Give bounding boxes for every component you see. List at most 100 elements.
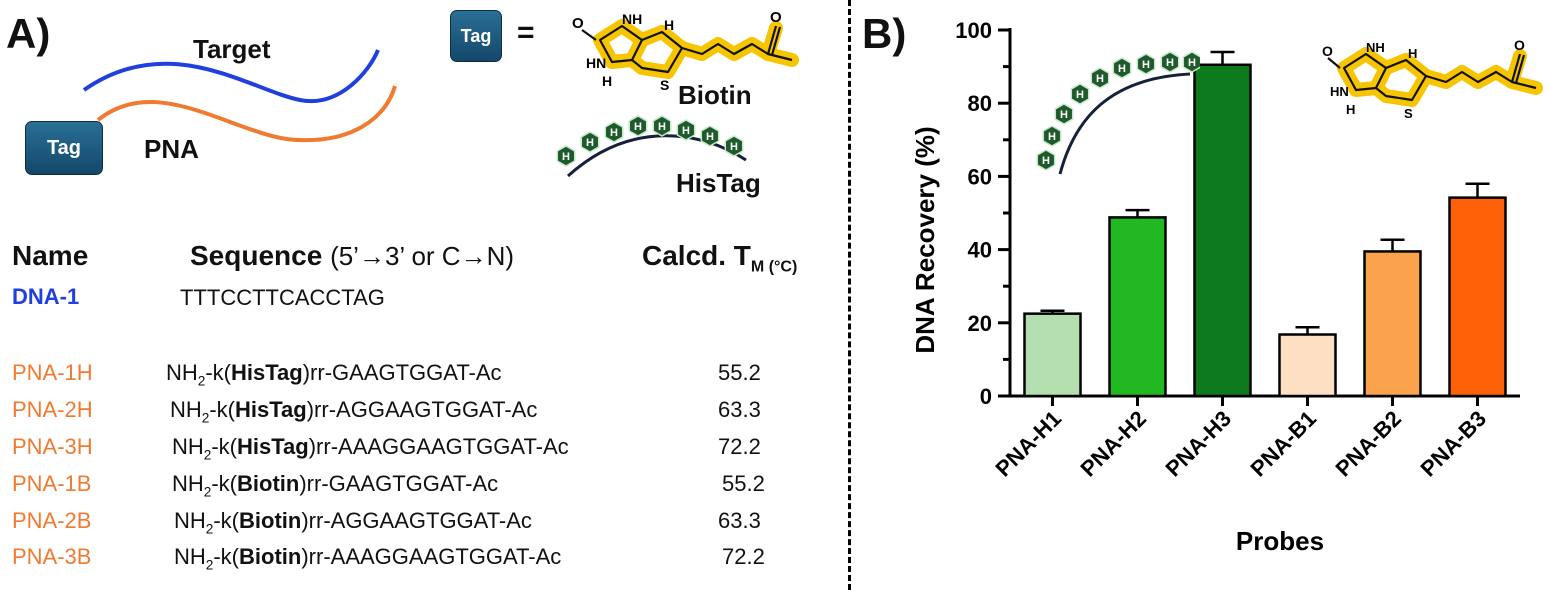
histidine-hex-icon: [580, 131, 600, 153]
seq-part-sub: 2: [205, 557, 214, 573]
seq-part-pre: NH: [170, 397, 202, 422]
biotin-nh-b: NH: [1366, 40, 1385, 55]
histidine-letter: H: [1048, 131, 1056, 143]
histidine-hex-icon: [1036, 149, 1056, 171]
bar-pna-b3: [1448, 196, 1507, 398]
histidine-hex-icon: [1054, 103, 1074, 125]
y-tick-label: 80: [968, 91, 992, 116]
seq-part-post: )rr-AAAGGAAGTGGAT-Ac: [308, 434, 569, 459]
seq-part-tag: Biotin: [239, 508, 302, 533]
tag-legend-box: Tag: [450, 10, 502, 62]
seq-part-tag: Biotin: [239, 544, 302, 569]
pna-row-tm: 55.2: [718, 360, 761, 385]
pna-row-name: PNA-3B: [12, 544, 92, 569]
biotin-h2-a: H: [602, 73, 612, 89]
pna-row-tm: 55.2: [722, 471, 765, 496]
biotin-nh-a: NH: [622, 11, 642, 27]
pna-label: PNA: [144, 134, 199, 164]
seq-part-sub: 2: [197, 373, 206, 389]
x-tick-label: PNA-H1: [990, 406, 1066, 482]
panel-divider: [848, 0, 851, 590]
seq-part-pre: NH: [174, 508, 206, 533]
panel-a-letter: A): [6, 10, 51, 57]
seq-part-post: )rr-AGGAAGTGGAT-Ac: [306, 397, 538, 422]
histidine-hex-icon: [700, 125, 720, 147]
histidine-letter: H: [706, 131, 714, 143]
col-seq-note: (5’→3’ or C→N): [330, 241, 515, 271]
x-tick-label: PNA-B3: [1415, 406, 1491, 482]
histidine-letter: H: [562, 151, 570, 163]
histidine-hex-icon: [1182, 51, 1200, 73]
biotin-h1-b: H: [1408, 46, 1417, 61]
pna-row-name: PNA-1H: [12, 360, 93, 385]
seq-part-mid: -k(: [205, 360, 232, 385]
y-tick-label: 60: [968, 164, 992, 189]
col-seq-header: Sequence (5’→3’ or C→N): [190, 240, 514, 272]
col-tm-header: Calcd. TM (°C): [642, 240, 797, 277]
pna-row-name: PNA-2B: [12, 508, 92, 533]
seq-part-mid: -k(: [211, 471, 238, 496]
seq-part-pre: NH: [166, 360, 198, 385]
histidine-letter: H: [634, 121, 642, 133]
seq-part-sub: 2: [203, 447, 212, 463]
seq-part-post: )rr-GAAGTGGAT-Ac: [299, 471, 499, 496]
histidine-letter: H: [682, 125, 690, 137]
histidine-letter: H: [1096, 73, 1104, 85]
bar-pna-b1: [1278, 333, 1337, 398]
pna-row-tm: 63.3: [718, 508, 761, 533]
col-seq-title: Sequence: [190, 240, 323, 271]
histidine-hex-icon: [1136, 53, 1156, 75]
histidine-hex-icon: [556, 145, 576, 167]
x-tick-label: PNA-H2: [1075, 406, 1151, 482]
biotin-o2-a: O: [770, 9, 782, 26]
pna-row-sequence: NH2-k(Biotin)rr-AGGAAGTGGAT-Ac: [174, 508, 532, 536]
biotin-structure-a: O NH HN H H S O: [572, 9, 799, 93]
histidine-hex-icon: [676, 119, 696, 141]
biotin-o2-b: O: [1514, 37, 1525, 53]
y-tick-label: 20: [968, 311, 992, 336]
col-tm-title: Calcd. T: [642, 240, 751, 271]
biotin-o-b: O: [1322, 43, 1333, 59]
bar-pna-h2: [1108, 216, 1167, 398]
seq-part-mid: -k(: [211, 434, 238, 459]
equals-sign: =: [517, 16, 535, 49]
biotin-structure-b: O NH HN H H S O: [1322, 37, 1543, 121]
seq-part-sub: 2: [201, 410, 210, 426]
panel-b-letter: B): [862, 10, 907, 57]
histidine-letter: H: [1188, 57, 1196, 69]
col-name-header: Name: [12, 240, 89, 271]
histidine-hex-icon: [1090, 67, 1110, 89]
pna-row-name: PNA-2H: [12, 397, 93, 422]
y-tick-label: 0: [980, 384, 992, 409]
x-tick-label: PNA-B2: [1330, 406, 1406, 482]
tag-box: Tag: [25, 121, 103, 175]
histidine-letter: H: [1060, 109, 1068, 121]
biotin-h1-a: H: [664, 17, 674, 33]
seq-part-pre: NH: [174, 544, 206, 569]
histidine-letter: H: [610, 127, 618, 139]
tag-legend-label: Tag: [460, 25, 492, 46]
pna-row-tm: 63.3: [718, 397, 761, 422]
biotin-o-a: O: [572, 15, 584, 32]
histidine-hex-icon: [1160, 51, 1180, 73]
biotin-h2-b: H: [1346, 102, 1355, 117]
histidine-hex-icon: [1070, 83, 1090, 105]
seq-part-sub: 2: [205, 521, 214, 537]
target-label: Target: [193, 34, 271, 64]
seq-part-tag: HisTag: [237, 434, 309, 459]
histidine-hex-icon: [1112, 57, 1132, 79]
seq-part-post: )rr-GAAGTGGAT-Ac: [302, 360, 502, 385]
histidine-letter: H: [658, 121, 666, 133]
dna-name: DNA-1: [12, 284, 80, 309]
pna-row-sequence: NH2-k(HisTag)rr-AAAGGAAGTGGAT-Ac: [172, 434, 569, 462]
histidine-letter: H: [586, 137, 594, 149]
y-tick-label: 100: [955, 18, 992, 43]
x-tick-label: PNA-H3: [1160, 406, 1236, 482]
biotin-label: Biotin: [678, 80, 752, 110]
pna-row-sequence: NH2-k(Biotin)rr-AAAGGAAGTGGAT-Ac: [174, 544, 561, 572]
biotin-s-a: S: [660, 77, 669, 93]
probe-schematic: [82, 49, 397, 143]
